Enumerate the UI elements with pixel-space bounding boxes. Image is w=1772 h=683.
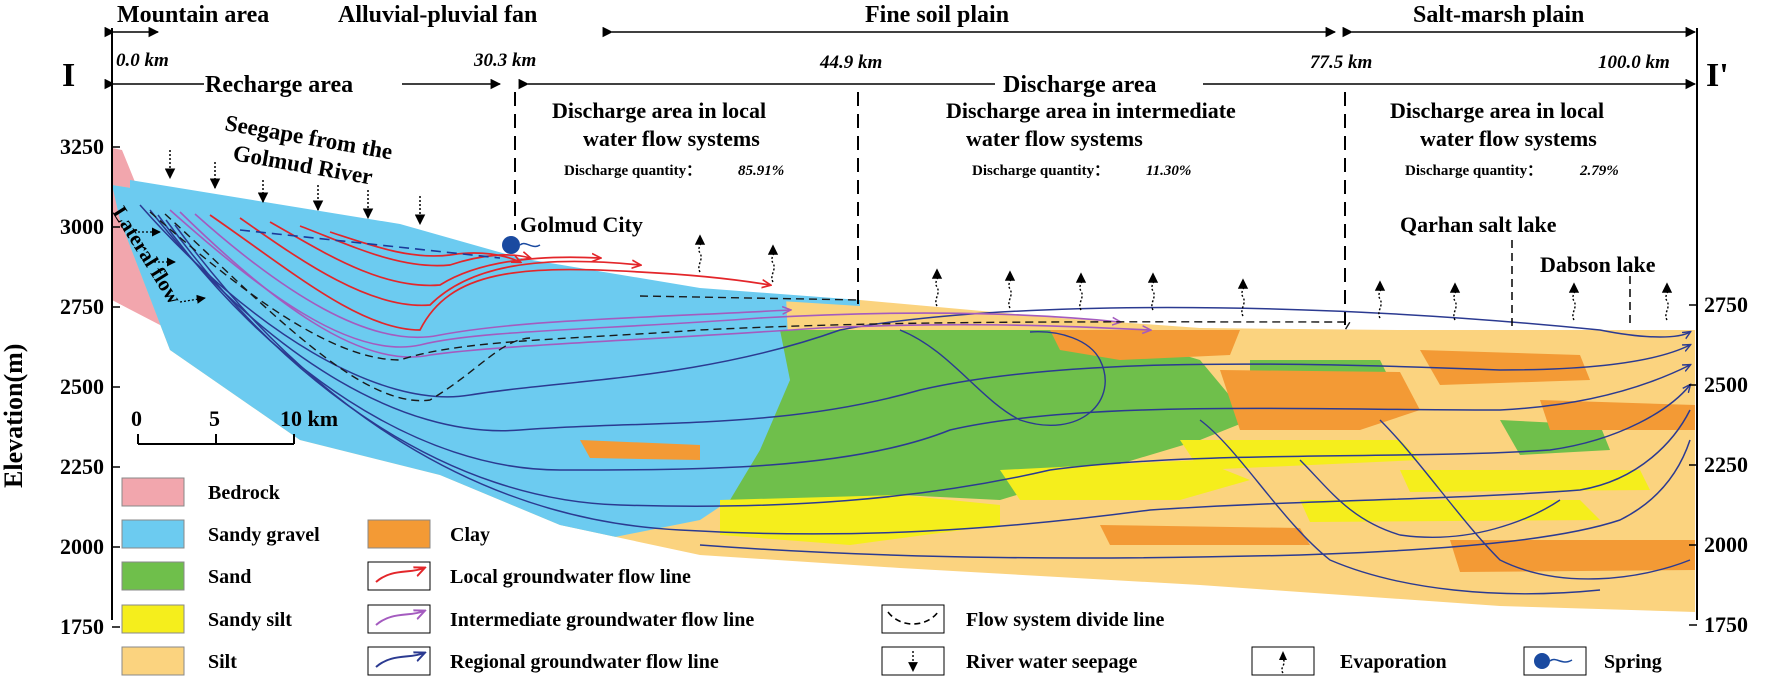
scale-label-10: 10 km xyxy=(280,406,338,431)
zone-mountain: Mountain area xyxy=(117,2,269,28)
y-tick-label: 2500 xyxy=(60,374,104,399)
scale-label-0: 0 xyxy=(131,406,142,431)
legend-river-seepage: River water seepage xyxy=(882,647,1138,675)
distance-30: 30.3 km xyxy=(473,50,536,71)
svg-text:Discharge quantity：: Discharge quantity： xyxy=(1405,163,1542,179)
distance-44: 44.9 km xyxy=(819,52,882,73)
discharge-intermediate: Discharge area in intermediate water flo… xyxy=(946,98,1236,179)
discharge-local-2: Discharge area in local water flow syste… xyxy=(1390,98,1619,179)
legend-spring: Spring xyxy=(1524,647,1662,675)
legend-sand: Sand xyxy=(122,562,251,590)
svg-text:water flow systems: water flow systems xyxy=(966,126,1143,151)
zone-bar: Mountain area Alluvial-pluvial fan Fine … xyxy=(62,2,1729,98)
svg-text:Local groundwater flow line: Local groundwater flow line xyxy=(450,566,691,588)
svg-text:85.91%: 85.91% xyxy=(738,163,784,179)
svg-text:Discharge quantity：: Discharge quantity： xyxy=(972,163,1109,179)
svg-text:Discharge area in local: Discharge area in local xyxy=(1390,98,1604,123)
y-tick-label: 2250 xyxy=(60,454,104,479)
y-tick-label-right: 2000 xyxy=(1704,532,1748,557)
scale-label-5: 5 xyxy=(209,406,220,431)
distance-100: 100.0 km xyxy=(1598,52,1670,73)
dabson-label: Dabson lake xyxy=(1540,252,1656,277)
legend-sandy-gravel: Sandy gravel xyxy=(122,520,320,548)
svg-text:Evaporation: Evaporation xyxy=(1340,651,1447,673)
legend-evaporation: Evaporation xyxy=(1252,647,1447,675)
zone-fan: Alluvial-pluvial fan xyxy=(338,2,537,28)
svg-text:Sandy gravel: Sandy gravel xyxy=(208,524,320,546)
place-labels: Golmud City Qarhan salt lake Dabson lake xyxy=(502,212,1656,277)
y-tick-label-right: 2750 xyxy=(1704,292,1748,317)
recharge-area-label: Recharge area xyxy=(205,72,353,98)
svg-text:Discharge quantity：: Discharge quantity： xyxy=(564,163,701,179)
svg-text:Regional groundwater flow line: Regional groundwater flow line xyxy=(450,651,719,673)
spring-icon xyxy=(502,236,520,254)
zone-salt-marsh: Salt-marsh plain xyxy=(1413,2,1584,28)
y-tick-label-right: 2500 xyxy=(1704,372,1748,397)
discharge-area-label: Discharge area xyxy=(1003,72,1157,98)
svg-text:Discharge area in local: Discharge area in local xyxy=(552,98,766,123)
legend-regional-flow: Regional groundwater flow line xyxy=(368,647,719,675)
qarhan-label: Qarhan salt lake xyxy=(1400,212,1557,237)
legend-bedrock: Bedrock xyxy=(122,478,281,506)
golmud-city-label: Golmud City xyxy=(520,212,643,237)
svg-text:Silt: Silt xyxy=(208,651,237,673)
y-tick-label-right: 1750 xyxy=(1704,612,1748,637)
svg-text:11.30%: 11.30% xyxy=(1146,163,1191,179)
evaporation-icon xyxy=(696,236,704,272)
section-label-right: I' xyxy=(1706,57,1729,94)
svg-text:Bedrock: Bedrock xyxy=(208,482,281,504)
legend-divide-line: Flow system divide line xyxy=(882,605,1164,633)
svg-text:2.79%: 2.79% xyxy=(1579,163,1619,179)
legend-clay: Clay xyxy=(368,520,490,548)
svg-text:Sandy silt: Sandy silt xyxy=(208,609,292,631)
legend-local-flow: Local groundwater flow line xyxy=(368,562,691,590)
svg-text:Sand: Sand xyxy=(208,566,251,588)
svg-text:Intermediate groundwater flow: Intermediate groundwater flow line xyxy=(450,609,754,631)
discharge-local-1: Discharge area in local water flow syste… xyxy=(552,98,784,179)
sandy-gravel-layer xyxy=(100,170,790,540)
zone-fine-soil: Fine soil plain xyxy=(865,2,1009,28)
legend-intermediate-flow: Intermediate groundwater flow line xyxy=(368,605,754,633)
svg-text:Spring: Spring xyxy=(1604,651,1662,673)
svg-text:water flow systems: water flow systems xyxy=(1420,126,1597,151)
legend-silt: Silt xyxy=(122,647,237,675)
y-tick-label: 1750 xyxy=(60,614,104,639)
y-tick-label: 3250 xyxy=(60,134,104,159)
distance-0: 0.0 km xyxy=(116,50,169,71)
y-tick-label-right: 2250 xyxy=(1704,452,1748,477)
y-tick-label: 3000 xyxy=(60,214,104,239)
y-tick-label: 2750 xyxy=(60,294,104,319)
legend-sandy-silt: Sandy silt xyxy=(122,605,292,633)
distance-77: 77.5 km xyxy=(1310,52,1372,73)
svg-text:Discharge area in intermediate: Discharge area in intermediate xyxy=(946,98,1236,123)
y-axis-label: Elevation(m) xyxy=(0,344,28,488)
svg-text:Clay: Clay xyxy=(450,524,490,546)
svg-text:River water seepage: River water seepage xyxy=(966,651,1138,673)
svg-text:water flow systems: water flow systems xyxy=(583,126,760,151)
svg-text:Flow system divide line: Flow system divide line xyxy=(966,609,1164,631)
y-tick-label: 2000 xyxy=(60,534,104,559)
section-label-left: I xyxy=(62,57,75,94)
